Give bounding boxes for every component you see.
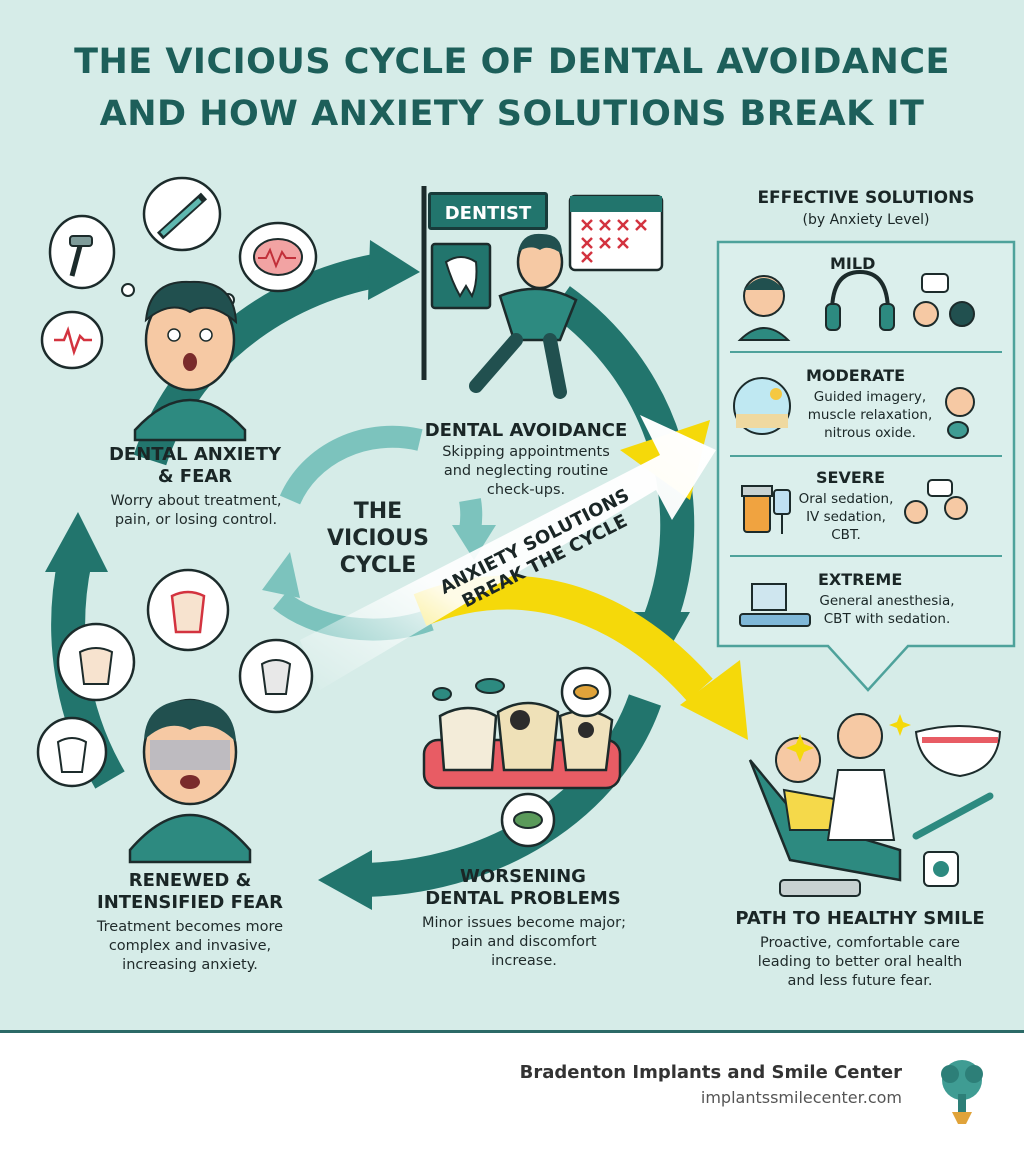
level-moderate-name: MODERATE — [806, 366, 906, 385]
heading-line: & FEAR — [157, 466, 233, 487]
sparkle-icons — [786, 714, 911, 762]
desc-line: General anesthesia, — [819, 593, 955, 609]
mask-icon — [945, 387, 975, 439]
level-severe-name: SEVERE — [816, 468, 886, 487]
logo-tree-icon — [941, 1060, 983, 1124]
headphones-icon — [825, 269, 895, 331]
desc-line: Minor issues become major; — [422, 915, 626, 931]
desc-line: and less future fear. — [787, 973, 933, 989]
syringe-icon — [156, 192, 208, 240]
level-extreme-desc: General anesthesia, CBT with sedation. — [812, 592, 962, 628]
desc-line: IV sedation, — [806, 509, 886, 525]
solutions-subtitle: (by Anxiety Level) — [802, 212, 930, 228]
cycle-diagram — [36, 176, 1016, 910]
smile-teeth-icon — [914, 725, 1002, 778]
running-person-illustration — [469, 233, 578, 399]
hospital-bed-icon — [739, 583, 811, 627]
heading-line: INTENSIFIED FEAR — [97, 892, 283, 913]
desc-line: nitrous oxide. — [824, 425, 916, 441]
desc-line: increasing anxiety. — [122, 957, 258, 973]
desc-line: complex and invasive, — [108, 938, 272, 954]
floss-icon — [923, 851, 959, 887]
stage-worsening-desc: Minor issues become major; pain and disc… — [404, 914, 644, 971]
center-label-line: VICIOUS — [327, 526, 429, 551]
heading-line: DENTAL ANXIETY — [108, 444, 282, 465]
therapy-session-icon — [904, 479, 968, 524]
desc-line: Skipping appointments — [442, 444, 610, 460]
calendar-icon — [568, 194, 664, 272]
outcome-heading: PATH TO HEALTHY SMILE — [735, 908, 985, 929]
desc-line: increase. — [491, 953, 557, 969]
decaying-teeth-illustration — [422, 701, 622, 790]
anxious-person-illustration — [133, 280, 247, 442]
heading-line: DENTAL AVOIDANCE — [424, 420, 628, 441]
center-label-line: THE — [353, 499, 403, 524]
calm-face-icon — [737, 275, 791, 341]
solutions-panel — [716, 240, 1016, 692]
stage-renewed-fear-heading: RENEWED & INTENSIFIED FEAR — [72, 870, 308, 914]
level-mild-name: MILD — [830, 254, 876, 273]
pill-bottle-icon — [741, 485, 773, 533]
desc-line: Worry about treatment, — [110, 493, 282, 509]
fearful-person-illustration — [128, 698, 252, 864]
level-moderate-desc: Guided imagery, muscle relaxation, nitro… — [800, 388, 940, 442]
footer-url[interactable]: implantssmilecenter.com — [700, 1088, 902, 1107]
beach-icon — [733, 377, 791, 435]
toothbrush-icon — [912, 792, 994, 840]
title-line-1: THE VICIOUS CYCLE OF DENTAL AVOIDANCE — [74, 42, 950, 82]
heading-line: RENEWED & — [128, 870, 252, 891]
conversation-icon — [913, 273, 975, 327]
iv-bag-icon — [773, 489, 791, 534]
desc-line: CBT. — [831, 527, 861, 543]
heading-line: WORSENING — [460, 866, 586, 887]
stage-worsening-heading: WORSENING DENTAL PROBLEMS — [408, 866, 638, 910]
desc-line: Proactive, comfortable care — [760, 935, 960, 951]
desc-line: and neglecting routine — [443, 463, 609, 479]
solutions-title: EFFECTIVE SOLUTIONS — [757, 188, 975, 208]
stage-avoidance-desc: Skipping appointments and neglecting rou… — [408, 443, 644, 500]
title-line-2: AND HOW ANXIETY SOLUTIONS BREAK IT — [99, 94, 925, 134]
center-label-line: CYCLE — [339, 553, 417, 578]
outcome-desc: Proactive, comfortable care leading to b… — [712, 934, 1008, 991]
stage-avoidance-heading: DENTAL AVOIDANCE — [408, 420, 644, 442]
desc-line: CBT with sedation. — [823, 611, 951, 627]
desc-line: pain, or losing control. — [114, 512, 278, 528]
dental-drill-icon — [69, 235, 93, 277]
bacteria-icon — [432, 666, 612, 848]
tooth-bubbles — [36, 568, 314, 788]
dental-chair-icon — [748, 713, 902, 897]
desc-line: check-ups. — [486, 482, 566, 498]
footer-clinic-name: Bradenton Implants and Smile Center — [519, 1062, 902, 1083]
tooth-icon — [444, 256, 478, 299]
dentist-sign: DENTIST — [428, 192, 548, 230]
desc-line: Treatment becomes more — [96, 919, 284, 935]
stage-renewed-fear-desc: Treatment becomes more complex and invas… — [74, 918, 306, 975]
vicious-cycle-label: THE VICIOUS CYCLE — [318, 498, 438, 579]
desc-line: leading to better oral health — [757, 954, 963, 970]
stage-anxiety-desc: Worry about treatment, pain, or losing c… — [86, 492, 306, 530]
brain-icon — [253, 238, 303, 276]
desc-line: Oral sedation, — [798, 491, 894, 507]
level-severe-desc: Oral sedation, IV sedation, CBT. — [796, 490, 896, 544]
level-extreme-name: EXTREME — [818, 570, 903, 589]
desc-line: muscle relaxation, — [807, 407, 933, 423]
desc-line: Guided imagery, — [813, 389, 927, 405]
desc-line: pain and discomfort — [451, 934, 597, 950]
stage-anxiety-heading: DENTAL ANXIETY & FEAR — [92, 444, 298, 488]
anxiety-solutions-banner — [300, 415, 716, 690]
footer — [0, 1030, 1024, 1157]
heading-line: DENTAL PROBLEMS — [425, 888, 621, 909]
heartbeat-icon — [54, 326, 92, 357]
